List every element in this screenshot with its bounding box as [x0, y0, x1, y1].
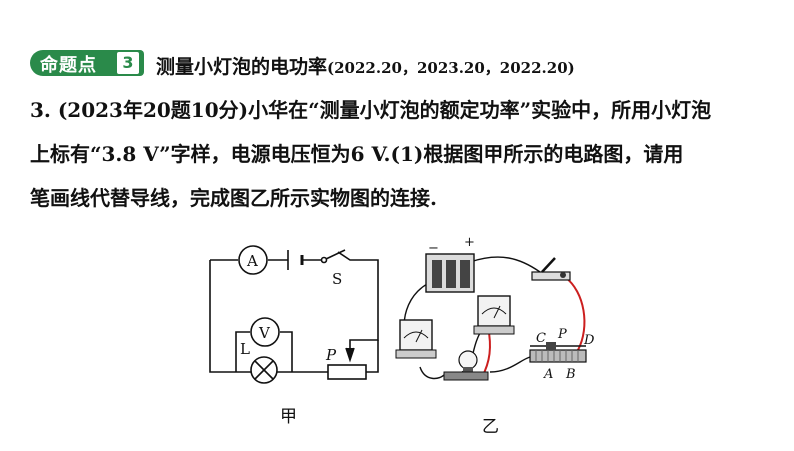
topic-title-text: 测量小灯泡的电功率 — [156, 56, 328, 78]
topic-title: 测量小灯泡的电功率(2022.20，2023.20，2022.20) — [156, 52, 575, 79]
ammeter-meter — [395, 319, 437, 359]
rheostat-symbol — [327, 364, 367, 380]
caption-jia: 甲 — [280, 407, 297, 427]
ammeter-symbol — [238, 245, 268, 275]
topic-badge: 命题点 3 — [30, 50, 144, 76]
switch-pivot — [320, 256, 328, 264]
label-ammeter: A — [246, 252, 258, 270]
label-rheostat: P — [325, 346, 337, 364]
switch-blade — [325, 249, 346, 260]
topic-badge-number: 3 — [117, 52, 139, 74]
wire-lamp-rheostat — [489, 356, 531, 373]
question-text: 3. (2023年20题10分)小华在“测量小灯泡的额定功率”实验中，所用小灯泡… — [30, 88, 775, 220]
label-minus: − — [428, 241, 439, 256]
physical-setup-yi — [395, 253, 587, 381]
question-line-2: 上标有“3.8 V”字样，电源电压恒为6 V.(1)根据图甲所示的电路图，请用 — [30, 142, 684, 166]
voltmeter-symbol — [250, 317, 280, 347]
rheostat-arrow — [345, 347, 355, 363]
label-p: P — [557, 327, 567, 342]
label-c: C — [536, 331, 546, 346]
topic-header: 命题点 3 测量小灯泡的电功率(2022.20，2023.20，2022.20) — [30, 46, 630, 80]
wire-battery-switch-yi — [469, 256, 541, 273]
red-wire-switch-rheostat — [564, 276, 586, 351]
label-b: B — [565, 367, 576, 382]
knife-switch — [531, 257, 571, 281]
wire-v-left — [235, 331, 250, 372]
label-switch: S — [332, 270, 342, 288]
label-a: A — [543, 367, 553, 382]
wire-v-right — [280, 331, 293, 372]
circuit-labels-jia: A V S L P 甲 — [240, 252, 342, 427]
wire-right — [337, 251, 379, 354]
lamp-holder — [443, 350, 489, 381]
battery-pack — [425, 253, 475, 293]
wire-ammeter-lamp — [419, 366, 446, 380]
physical-labels-yi: − + C P D A B 乙 — [428, 235, 595, 437]
question-line-1: 3. (2023年20题10分)小华在“测量小灯泡的额定功率”实验中，所用小灯泡 — [30, 98, 712, 122]
label-plus: + — [464, 235, 475, 250]
voltmeter-meter — [473, 295, 515, 335]
label-d: D — [583, 333, 595, 348]
lamp-cross-2 — [254, 360, 274, 380]
question-line-3: 笔画线代替导线，完成图乙所示实物图的连接. — [30, 186, 437, 210]
figures: A V S L P 甲 — [200, 232, 610, 447]
topic-years: (2022.20，2023.20，2022.20) — [327, 59, 575, 77]
circuit-diagram-jia — [209, 245, 379, 384]
topic-badge-label: 命题点 — [40, 55, 97, 76]
label-lamp: L — [240, 340, 250, 358]
rheostat-device — [529, 342, 587, 363]
wire-left-bottom — [209, 260, 328, 373]
caption-yi: 乙 — [482, 417, 499, 437]
figures-svg: A V S L P 甲 — [209, 235, 595, 437]
label-voltmeter: V — [258, 324, 271, 342]
wire-rheostat-right — [366, 340, 379, 373]
